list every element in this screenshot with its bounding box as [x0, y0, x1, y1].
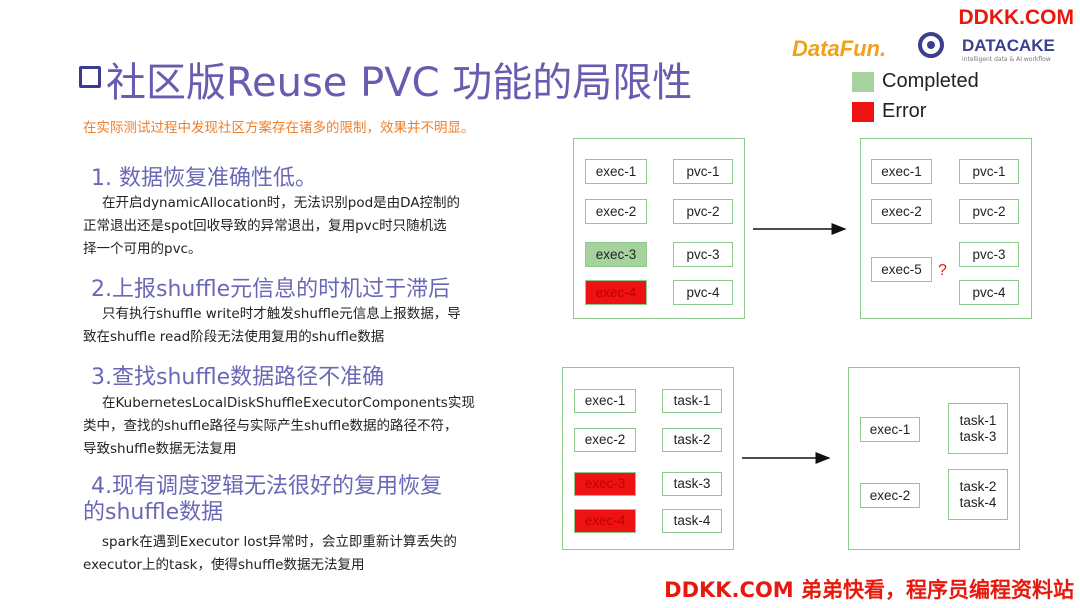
diagram2-after-panel	[848, 367, 1020, 550]
exec-node: exec-1	[585, 159, 647, 184]
exec-node: exec-2	[860, 483, 920, 508]
exec-node: exec-1	[860, 417, 920, 442]
datacake-logo: DATACAKE	[962, 36, 1055, 55]
pvc-node: pvc-4	[673, 280, 733, 305]
pvc-node: pvc-3	[673, 242, 733, 267]
exec-node: exec-2	[585, 199, 647, 224]
point-1-heading: 1. 数据恢复准确性低。	[91, 166, 317, 191]
point-3-heading: 3.查找shuffle数据路径不准确	[91, 365, 385, 390]
datacake-tagline: intelligent data & AI workflow	[962, 56, 1051, 63]
exec-node: exec-2	[574, 428, 636, 452]
point-4-heading: 4.现有调度逻辑无法很好的复用恢复 的shuffle数据	[83, 474, 442, 525]
point-4-body: spark在遇到Executor lost异常时，会立即重新计算丢失的 exec…	[83, 534, 457, 573]
legend-label-completed: Completed	[882, 70, 979, 92]
pvc-node: pvc-2	[959, 199, 1019, 224]
point-1-body: 在开启dynamicAllocation时，无法识别pod是由DA控制的 正常退…	[83, 195, 461, 257]
legend-swatch-completed	[852, 72, 874, 92]
exec-node-error: exec-3	[574, 472, 636, 496]
legend-swatch-error	[852, 102, 874, 122]
pvc-node: pvc-3	[959, 242, 1019, 267]
question-mark: ?	[938, 262, 947, 279]
point-2-body: 只有执行shuffle write时才触发shuffle元信息上报数据，导 致在…	[83, 306, 461, 345]
watermark-bottom: DDKK.COM 弟弟快看，程序员编程资料站	[664, 578, 1074, 602]
exec-node: exec-1	[871, 159, 932, 184]
exec-node: exec-2	[871, 199, 932, 224]
page-subtitle: 在实际测试过程中发现社区方案存在诸多的限制，效果并不明显。	[83, 120, 475, 136]
task-node: task-1	[662, 389, 722, 413]
point-2-heading: 2.上报shuffle元信息的时机过于滞后	[91, 277, 451, 302]
exec-node: exec-5	[871, 257, 932, 282]
task-node: task-4	[662, 509, 722, 533]
point-3-body: 在KubernetesLocalDiskShuffleExecutorCompo…	[83, 395, 475, 457]
exec-node-error: exec-4	[585, 280, 647, 305]
pvc-node: pvc-1	[959, 159, 1019, 184]
exec-node-completed: exec-3	[585, 242, 647, 267]
task-group-node: task-2 task-4	[948, 469, 1008, 520]
pvc-node: pvc-4	[959, 280, 1019, 305]
task-node: task-2	[662, 428, 722, 452]
exec-node-error: exec-4	[574, 509, 636, 533]
exec-node: exec-1	[574, 389, 636, 413]
watermark-top: DDKK.COM	[958, 6, 1075, 29]
page-title: 社区版Reuse PVC 功能的局限性	[106, 60, 693, 106]
datacake-logo-icon	[918, 32, 944, 58]
task-group-node: task-1 task-3	[948, 403, 1008, 454]
datafun-logo: DataFun.	[792, 36, 887, 61]
legend-label-error: Error	[882, 100, 927, 122]
title-bullet-icon	[79, 66, 101, 88]
pvc-node: pvc-2	[673, 199, 733, 224]
pvc-node: pvc-1	[673, 159, 733, 184]
task-node: task-3	[662, 472, 722, 496]
